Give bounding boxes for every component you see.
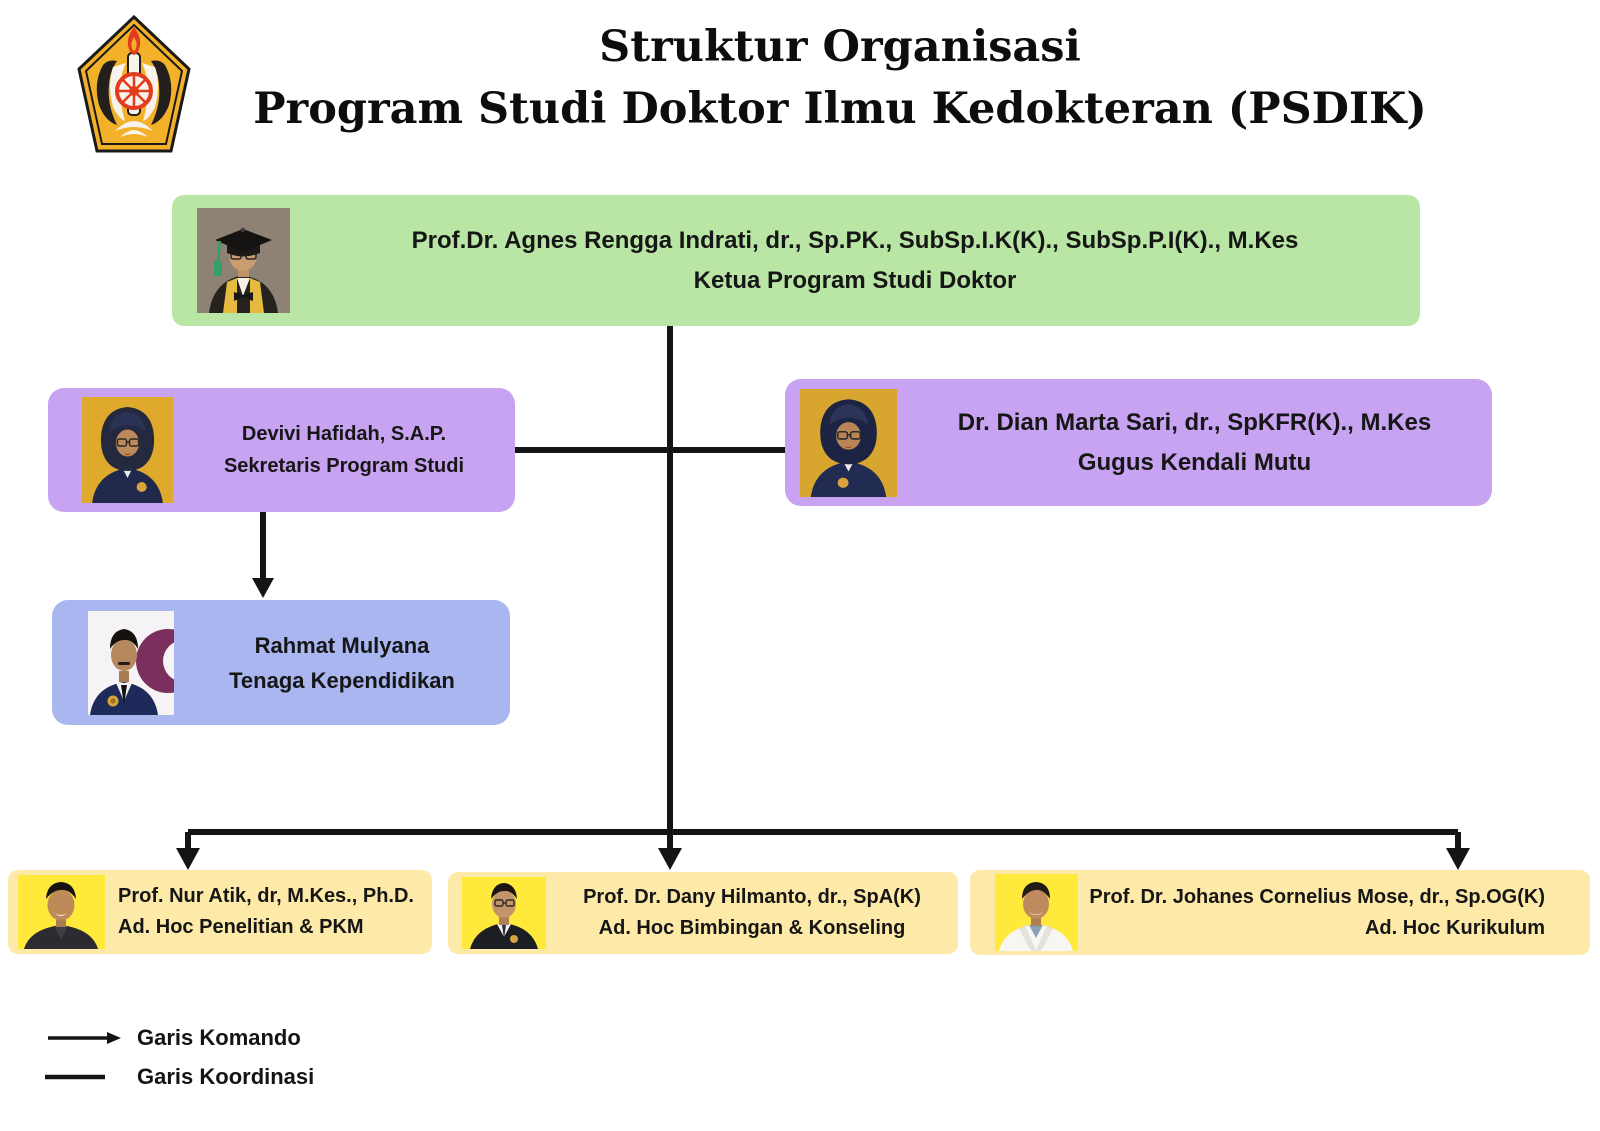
arrowhead-middle xyxy=(658,848,682,870)
arrowhead-right xyxy=(1446,848,1470,870)
gugus-role: Gugus Kendali Mutu xyxy=(1077,448,1312,476)
photo-gugus-kendali-mutu xyxy=(800,388,897,497)
org-box-adhoc-bimbingan: Prof. Dr. Dany Hilmanto, dr., SpA(K) Ad.… xyxy=(448,872,958,954)
unpad-logo-icon xyxy=(73,13,195,155)
legend-line-icon xyxy=(45,1074,105,1080)
photo-sekretaris xyxy=(82,397,173,503)
photo-adhoc-kurikulum xyxy=(995,874,1078,951)
ketua-role: Ketua Program Studi Doktor xyxy=(693,266,1017,294)
legend-koordinasi-label: Garis Koordinasi xyxy=(137,1064,315,1089)
photo-ketua xyxy=(197,208,290,313)
adhoc-bimbingan-role: Ad. Hoc Bimbingan & Konseling xyxy=(598,917,906,939)
arrowhead-sekretaris xyxy=(252,578,274,598)
adhoc-kurikulum-role: Ad. Hoc Kurikulum xyxy=(1364,916,1545,939)
adhoc-penelitian-name: Prof. Nur Atik, dr, M.Kes., Ph.D. xyxy=(118,885,414,907)
legend-arrow-icon xyxy=(48,1032,121,1044)
adhoc-penelitian-role: Ad. Hoc Penelitian & PKM xyxy=(118,916,364,938)
org-box-gugus-kendali-mutu: Dr. Dian Marta Sari, dr., SpKFR(K)., M.K… xyxy=(785,379,1492,506)
photo-tenaga-kependidikan xyxy=(88,610,174,715)
org-box-tenaga-kependidikan: Rahmat Mulyana Tenaga Kependidikan xyxy=(52,600,510,725)
org-box-adhoc-kurikulum: Prof. Dr. Johanes Cornelius Mose, dr., S… xyxy=(970,870,1590,955)
org-box-ketua: Prof.Dr. Agnes Rengga Indrati, dr., Sp.P… xyxy=(172,195,1420,326)
legend-komando-label: Garis Komando xyxy=(137,1025,301,1050)
ketua-name: Prof.Dr. Agnes Rengga Indrati, dr., Sp.P… xyxy=(411,226,1299,254)
sekretaris-name: Devivi Hafidah, S.A.P. xyxy=(241,423,447,445)
org-box-adhoc-penelitian: Prof. Nur Atik, dr, M.Kes., Ph.D. Ad. Ho… xyxy=(8,870,432,954)
gugus-name: Dr. Dian Marta Sari, dr., SpKFR(K)., M.K… xyxy=(957,408,1432,436)
legend-koordinasi: Garis Koordinasi xyxy=(45,1063,314,1091)
org-box-sekretaris: Devivi Hafidah, S.A.P. Sekretaris Progra… xyxy=(48,388,515,512)
tenaga-role: Tenaga Kependidikan xyxy=(229,667,455,693)
sekretaris-role: Sekretaris Program Studi xyxy=(223,455,465,477)
photo-adhoc-penelitian xyxy=(18,875,105,949)
arrowhead-left xyxy=(176,848,200,870)
legend-komando: Garis Komando xyxy=(45,1024,301,1052)
adhoc-kurikulum-name: Prof. Dr. Johanes Cornelius Mose, dr., S… xyxy=(1089,885,1545,908)
tenaga-name: Rahmat Mulyana xyxy=(254,632,430,658)
adhoc-bimbingan-name: Prof. Dr. Dany Hilmanto, dr., SpA(K) xyxy=(583,886,921,908)
page-title: Struktur Organisasi Program Studi Doktor… xyxy=(150,16,1530,140)
title-line-2: Program Studi Doktor Ilmu Kedokteran (PS… xyxy=(253,84,1427,134)
photo-adhoc-bimbingan xyxy=(462,877,546,949)
title-line-1: Struktur Organisasi xyxy=(599,22,1081,72)
